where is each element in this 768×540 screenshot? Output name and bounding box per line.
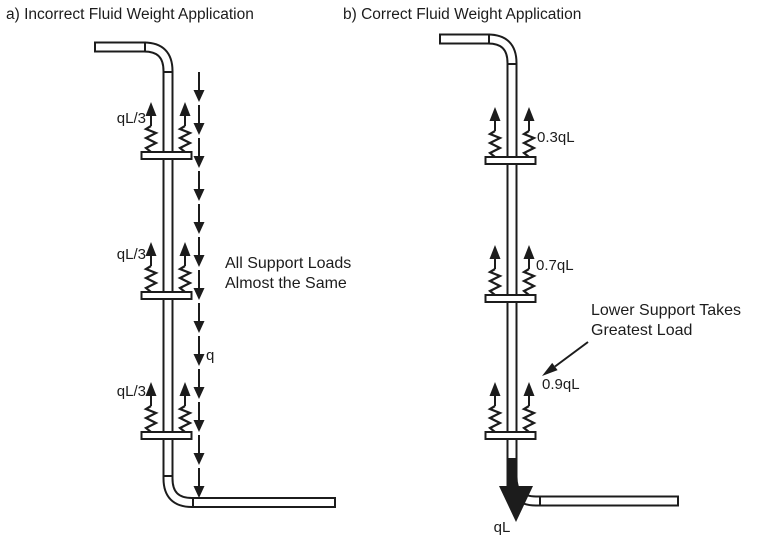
distributed-load-label: q xyxy=(206,347,214,364)
down-arrow xyxy=(192,467,206,499)
down-arrow xyxy=(192,203,206,235)
concentrated-load-arrow xyxy=(499,458,533,522)
pipe-a xyxy=(94,41,336,508)
note-line: Almost the Same xyxy=(225,275,347,292)
distributed-load-arrows xyxy=(192,71,206,499)
support-load-label: 0.9qL xyxy=(542,376,580,393)
note-line: Greatest Load xyxy=(591,322,692,339)
panel-a-title: a) Incorrect Fluid Weight Application xyxy=(6,6,254,23)
down-arrow xyxy=(192,104,206,136)
down-arrow xyxy=(192,170,206,202)
panel-b: b) Correct Fluid Weight Application 0.3q… xyxy=(343,6,741,536)
note-line: All Support Loads xyxy=(225,255,351,272)
support-load-label: 0.3qL xyxy=(537,129,575,146)
support-load-label: qL/3 xyxy=(117,110,146,127)
down-arrow xyxy=(192,137,206,169)
support-load-label: 0.7qL xyxy=(536,257,574,274)
panel-a: a) Incorrect Fluid Weight Application xyxy=(6,6,351,508)
down-arrow xyxy=(192,335,206,367)
note-line: Lower Support Takes xyxy=(591,302,741,319)
down-arrow xyxy=(192,71,206,103)
down-arrow xyxy=(192,401,206,433)
panel-a-note: All Support Loads Almost the Same xyxy=(225,255,351,292)
down-arrow xyxy=(192,236,206,268)
panel-b-note: Lower Support Takes Greatest Load xyxy=(542,302,741,376)
down-arrow xyxy=(192,302,206,334)
annotation-arrow xyxy=(542,341,589,376)
down-arrow xyxy=(192,368,206,400)
end-load-label: qL xyxy=(494,519,511,536)
support-load-label: qL/3 xyxy=(117,246,146,263)
panel-b-title: b) Correct Fluid Weight Application xyxy=(343,6,581,23)
down-arrow xyxy=(192,269,206,301)
down-arrow xyxy=(192,434,206,466)
support-load-label: qL/3 xyxy=(117,383,146,400)
